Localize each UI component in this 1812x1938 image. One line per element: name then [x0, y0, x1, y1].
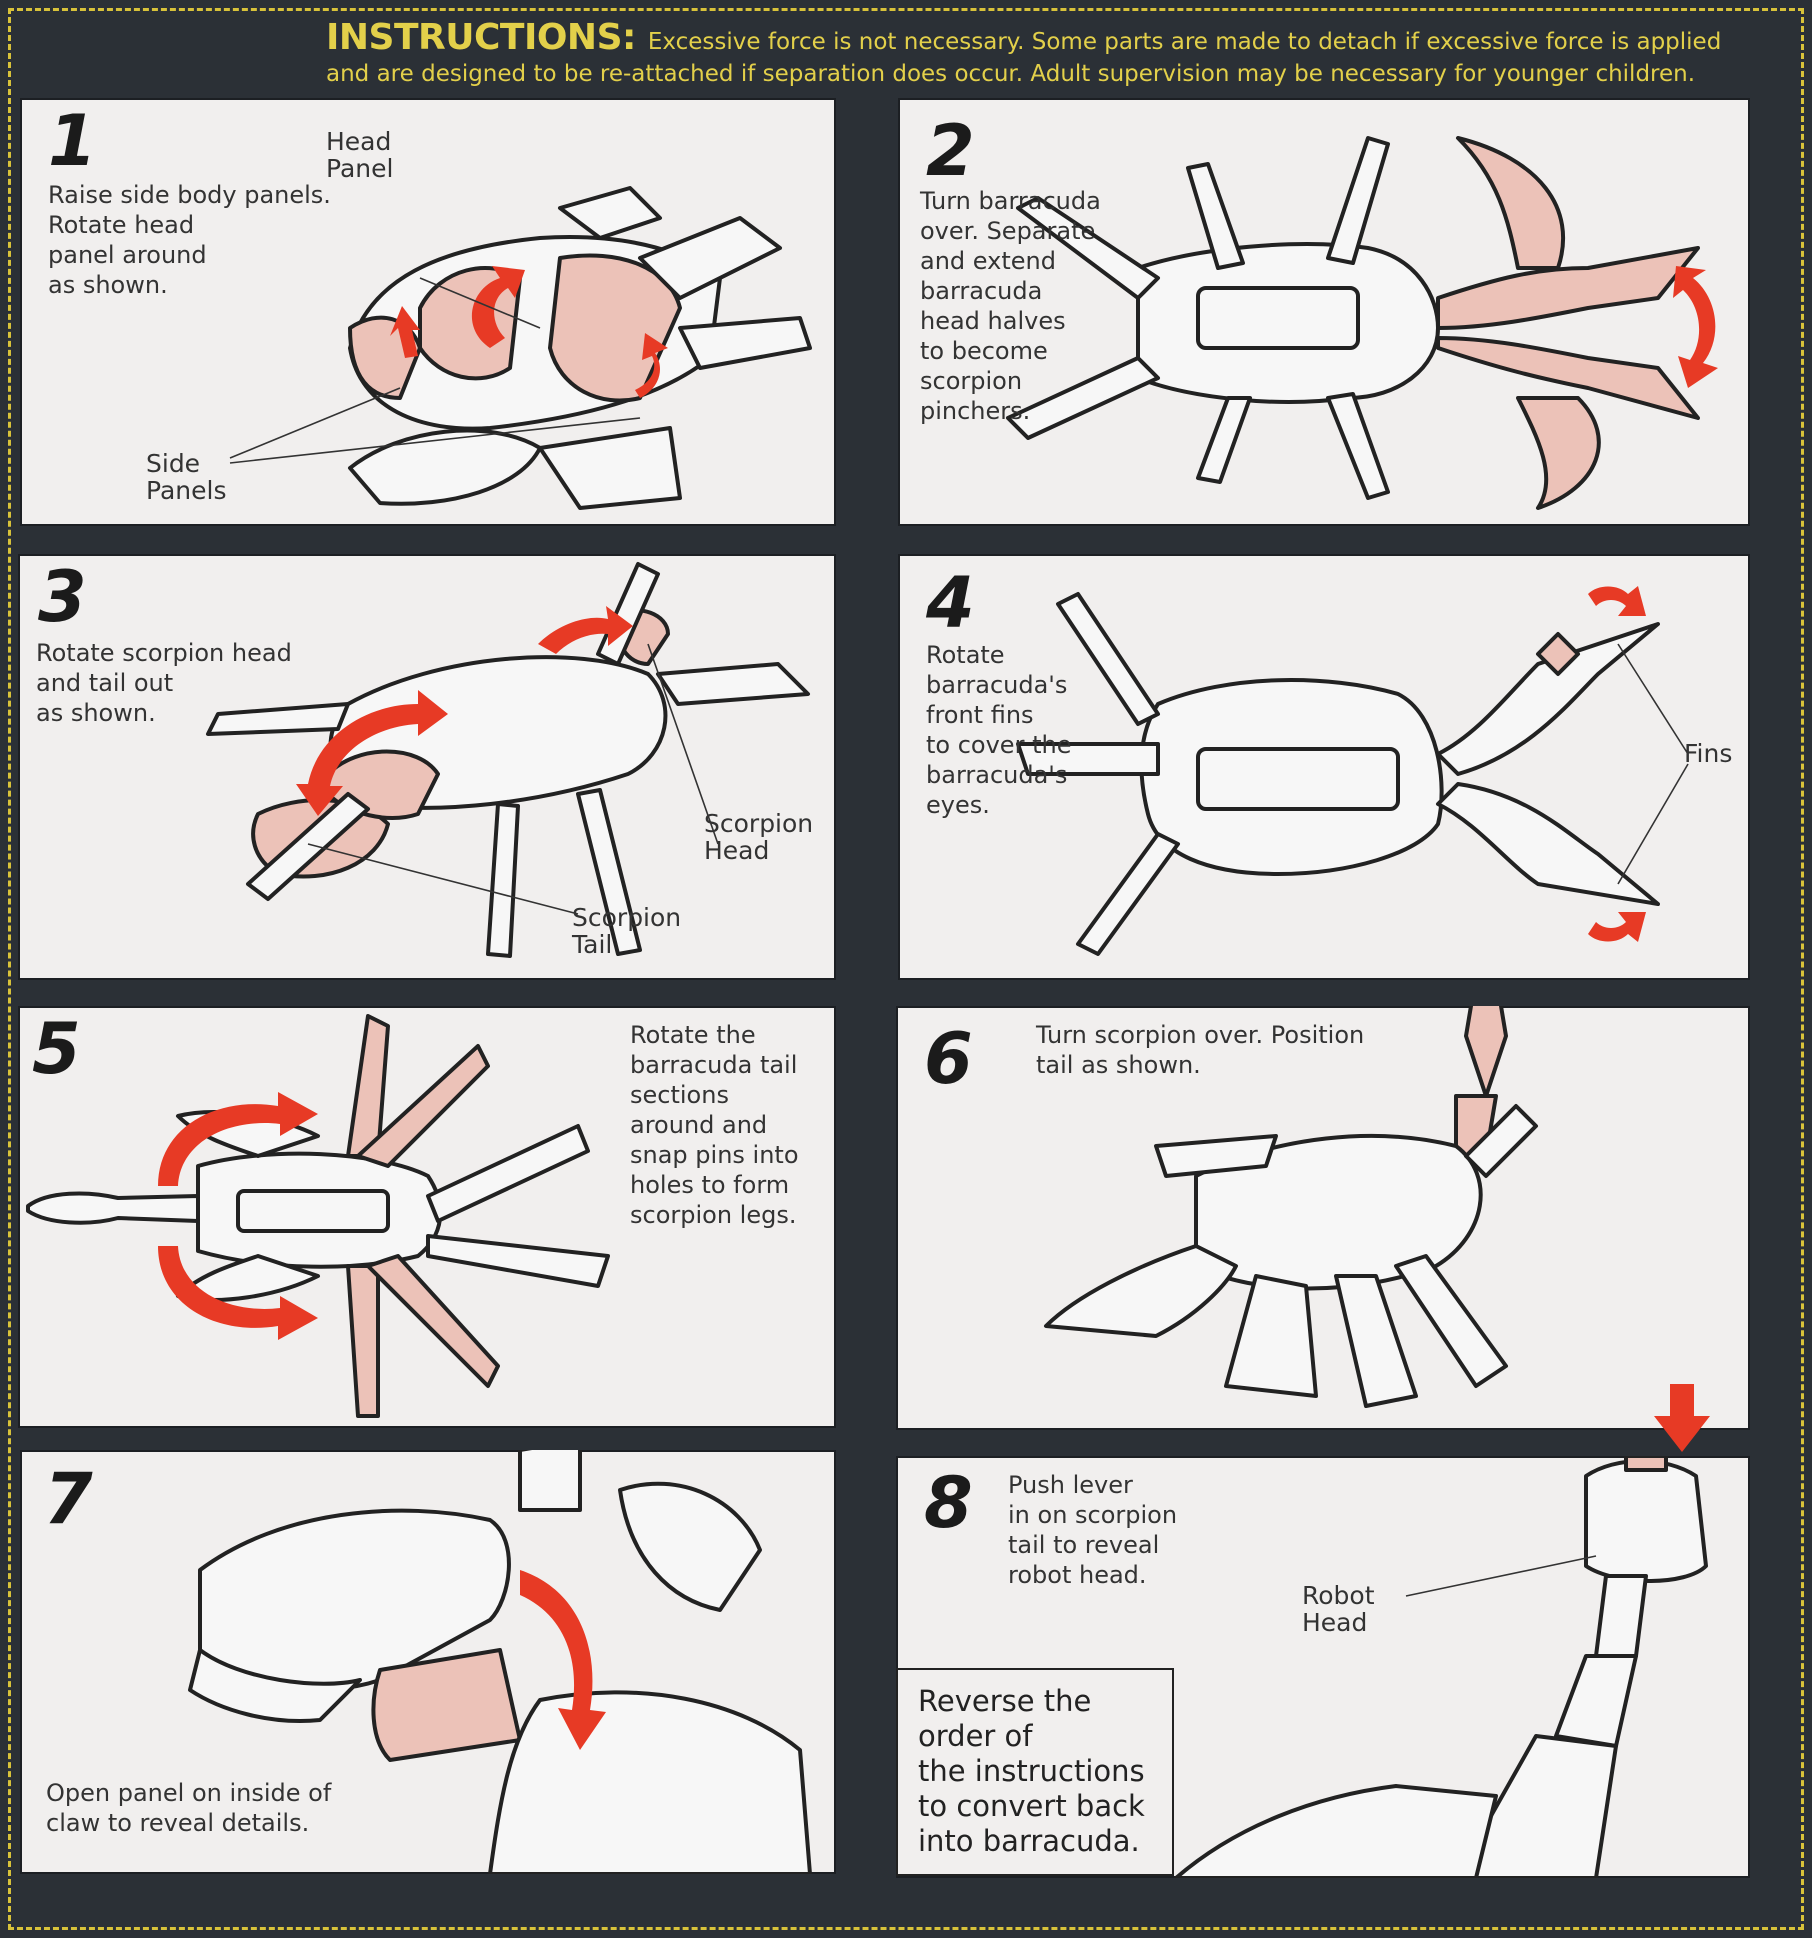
rotate-arrow-top — [1588, 586, 1646, 616]
tail-part — [1464, 1006, 1508, 1098]
step-panel-4: 4 Rotate barracuda's front fins to cover… — [898, 554, 1750, 980]
header-line-2: and are designed to be re-attached if se… — [326, 61, 1696, 87]
step-number: 7 — [44, 1458, 93, 1540]
step-6-illustration — [1044, 1006, 1538, 1408]
step-instruction: Rotate barracuda's front fins to cover t… — [926, 641, 1072, 819]
callout-side-panels: Side Panels — [146, 449, 227, 505]
callout-robot-head: Robot Head — [1302, 1581, 1375, 1637]
step-panel-6: 6 Turn scorpion over. Position tail as s… — [896, 1006, 1750, 1430]
step-number: 2 — [926, 110, 975, 192]
push-arrow — [1654, 1384, 1710, 1452]
step-number: 5 — [32, 1008, 81, 1090]
rotate-arrow-head — [538, 606, 633, 654]
step-number: 8 — [924, 1462, 973, 1544]
step-instruction: Turn barracuda over. Separate and extend… — [920, 187, 1101, 425]
rotate-arrow — [520, 1570, 606, 1750]
rotate-arrow-top — [158, 1092, 318, 1186]
callout-fins: Fins — [1684, 739, 1733, 768]
step-panel-2: 2 Turn barracuda over. Separate and exte… — [898, 98, 1750, 526]
step-8-illustration — [1174, 1456, 1708, 1878]
step-5-illustration — [26, 1014, 610, 1418]
callout-scorpion-tail: Scorpion Tail — [572, 903, 682, 959]
rotate-arrow-tail — [296, 690, 448, 816]
step-instruction: Push lever in on scorpion tail to reveal… — [1008, 1471, 1178, 1589]
claw-panel-part — [371, 1648, 522, 1762]
header-title: INSTRUCTIONS: — [326, 17, 636, 58]
step-panel-7: 7 Open panel on inside of claw to reveal… — [20, 1450, 836, 1874]
step-instruction: Raise side body panels. Rotate head pane… — [48, 181, 331, 299]
step-instruction: Rotate the barracuda tail sections aroun… — [630, 1021, 799, 1229]
step-instruction: Open panel on inside of claw to reveal d… — [46, 1779, 332, 1837]
step-3-illustration — [206, 562, 810, 958]
step-7-illustration — [188, 1450, 812, 1874]
callout-head-panel: Head Panel — [326, 127, 394, 183]
step-panel-5: 5 Rotate the barracuda tail sections aro… — [18, 1006, 836, 1428]
step-1-illustration — [229, 186, 812, 510]
rotate-arrow-bottom — [1588, 912, 1646, 942]
step-instruction: Turn scorpion over. Position tail as sho… — [1036, 1021, 1365, 1079]
step-4-illustration — [1016, 586, 1689, 956]
robot-head-part — [1584, 1459, 1708, 1583]
header-line-1: Excessive force is not necessary. Some p… — [647, 29, 1722, 55]
rotate-arrow — [1673, 266, 1718, 388]
step-instruction: Rotate scorpion head and tail out as sho… — [36, 639, 292, 727]
step-2-illustration — [1006, 136, 1718, 510]
step-panel-3: 3 Rotate scorpion head and tail out as s… — [18, 554, 836, 980]
step-number: 4 — [926, 562, 975, 644]
step-number: 6 — [924, 1018, 973, 1100]
step-number: 1 — [48, 100, 97, 182]
instructions-header: INSTRUCTIONS: Excessive force is not nece… — [326, 20, 1796, 90]
reverse-note: Reverse the order of the instructions to… — [896, 1668, 1174, 1876]
rotate-arrow-bottom — [158, 1246, 318, 1340]
callout-scorpion-head: Scorpion Head — [704, 809, 814, 865]
step-panel-1: 1 Raise side body panels. Rotate head pa… — [20, 98, 836, 526]
rotate-arrow — [471, 266, 525, 348]
step-number: 3 — [38, 556, 87, 638]
